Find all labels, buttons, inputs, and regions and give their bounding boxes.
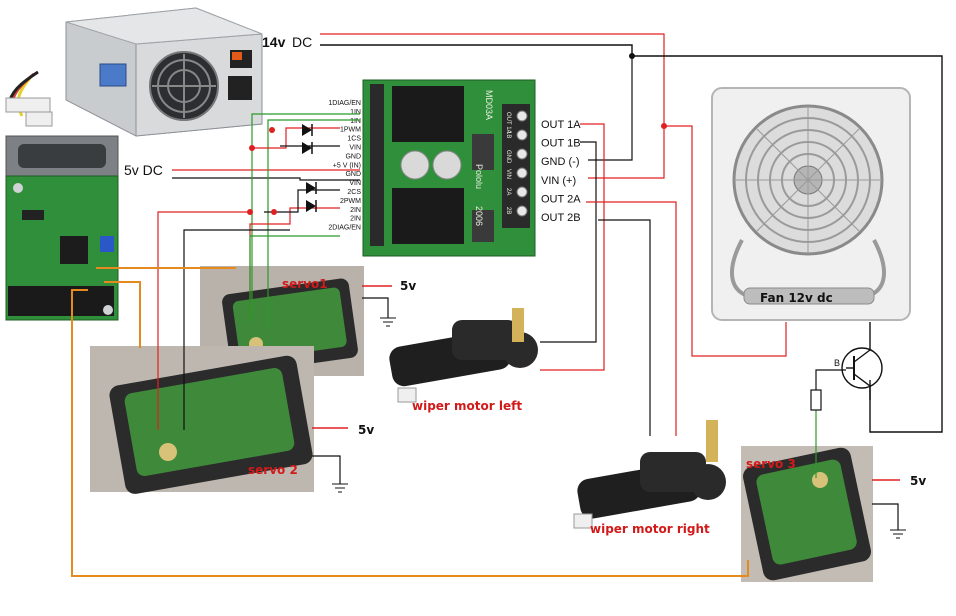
wiper-right-label: wiper motor right	[590, 522, 710, 536]
supply-5v-label: 5v DC	[124, 162, 163, 178]
servo1-5v-label: 5v	[400, 279, 416, 293]
driver-left-pin-label: +5 V (IN)	[333, 162, 361, 169]
terminal-screw	[516, 129, 528, 141]
wire-servo2-green	[249, 235, 340, 322]
driver-left-pin-label: 1IN	[350, 109, 361, 116]
diodes	[302, 124, 317, 212]
wire-servo1-green-a	[251, 113, 360, 318]
board-terminal-mark: OUT 1A	[505, 112, 511, 134]
wire-cs2-black	[264, 189, 340, 213]
board-terminal-mark: 1B	[505, 131, 511, 138]
diode-1	[302, 124, 313, 136]
wire-vin-drop	[588, 56, 633, 161]
driver-chip-2	[392, 188, 464, 244]
board-model-text: MD03A	[484, 90, 494, 120]
wire-servo1-green-b	[267, 119, 360, 328]
driver-right-pin-label: OUT 1A	[541, 119, 581, 131]
ground-symbols	[332, 317, 906, 539]
wire-vin-red	[588, 126, 665, 179]
ground-icon	[890, 529, 906, 539]
driver-right-pin-label: VIN (+)	[541, 175, 576, 187]
terminal-screw	[516, 205, 528, 217]
driver-left-pin-label: 1PWM	[340, 127, 361, 134]
wire-14v-red	[320, 33, 787, 357]
wire-servo2-gnd	[312, 455, 341, 484]
driver-left-pin-label: 2DIAG/EN	[328, 225, 361, 232]
servo2-label: servo 2	[248, 463, 298, 477]
driver-left-pin-label: 2CS	[347, 189, 361, 196]
servo3-label: servo 3	[746, 457, 796, 471]
wiper-left-label: wiper motor left	[412, 399, 522, 413]
driver-left-pin-label: GND	[345, 171, 361, 178]
wiper-motor-right	[573, 420, 726, 529]
terminal-screw	[516, 186, 528, 198]
driver-right-pin-label: OUT 1B	[541, 138, 581, 150]
wire-5v-black	[172, 177, 360, 181]
driver-left-pin-label: 2PWM	[340, 198, 361, 205]
driver-chip-1	[392, 86, 464, 142]
driver-right-pin-labels: OUT 1A OUT 1B GND (-) VIN (+) OUT 2A OUT 2B	[541, 119, 581, 224]
power-supply	[5, 7, 263, 137]
ground-icon	[380, 317, 396, 327]
junction-dots	[247, 53, 667, 215]
wire-orange-servo2	[104, 281, 141, 348]
driver-left-pin-label: 1IN	[350, 118, 361, 125]
servo2-photo	[90, 346, 314, 494]
motor-driver-board: Pololu 2006 MD03A	[362, 79, 536, 257]
wires	[71, 33, 943, 577]
wire-out1a	[540, 123, 605, 371]
wire-out2a	[586, 201, 677, 436]
board-terminal-mark: GND	[505, 150, 511, 164]
ground-icon	[332, 483, 348, 493]
driver-left-pin-label: 2IN	[350, 207, 361, 214]
servo1-label: servo1	[282, 277, 328, 291]
wire-orange-main	[71, 289, 749, 577]
wire-servo2-black	[183, 229, 290, 430]
fan-label: Fan 12v dc	[760, 291, 833, 305]
driver-left-pin-label: 2IN	[350, 216, 361, 223]
wire-servo2-red	[157, 211, 250, 430]
diode-3	[306, 182, 317, 194]
board-terminal-mark: VIN	[505, 169, 511, 179]
servo2-5v-label: 5v	[358, 423, 374, 437]
wire-out1b	[540, 141, 597, 343]
terminal-screw	[516, 110, 528, 122]
driver-left-pin-label: VIN	[349, 180, 361, 187]
driver-right-pin-label: OUT 2B	[541, 212, 581, 224]
transistor-base-label: B	[834, 358, 840, 368]
wire-base-black	[815, 369, 846, 390]
servo-controller-board	[5, 135, 119, 321]
supply-14v-unit: DC	[292, 34, 312, 50]
board-terminal-mark: 2B	[505, 207, 511, 214]
board-terminal-mark: 2A	[505, 188, 511, 195]
driver-left-pin-label: 1CS	[347, 136, 361, 143]
terminal-screw	[516, 148, 528, 160]
wire-14v-gnd-black	[320, 44, 943, 433]
board-brand-text: Pololu	[474, 164, 484, 189]
transistor	[841, 322, 883, 400]
fan	[711, 87, 911, 321]
driver-left-pin-label: VIN	[349, 145, 361, 152]
servo3-5v-label: 5v	[910, 474, 926, 488]
wire-out2b	[598, 219, 651, 436]
board-year-text: 2006	[474, 206, 484, 226]
servo3-photo	[741, 446, 873, 582]
diode-2	[302, 142, 313, 154]
driver-right-pin-label: GND (-)	[541, 156, 580, 168]
driver-left-pin-label: GND	[345, 153, 361, 160]
wiper-motor-left	[389, 308, 538, 403]
header-strip	[370, 84, 384, 246]
diode-4	[306, 200, 317, 212]
supply-14v-number: 14v	[262, 34, 286, 50]
driver-left-pin-label: 1DIAG/EN	[328, 100, 361, 107]
driver-right-pin-label: OUT 2A	[541, 193, 581, 205]
terminal-screw	[516, 167, 528, 179]
resistor	[810, 389, 822, 411]
wire-servo1-gnd	[362, 297, 389, 318]
wire-servo3-gnd	[872, 503, 899, 530]
wire-pwm1-red	[252, 127, 340, 149]
